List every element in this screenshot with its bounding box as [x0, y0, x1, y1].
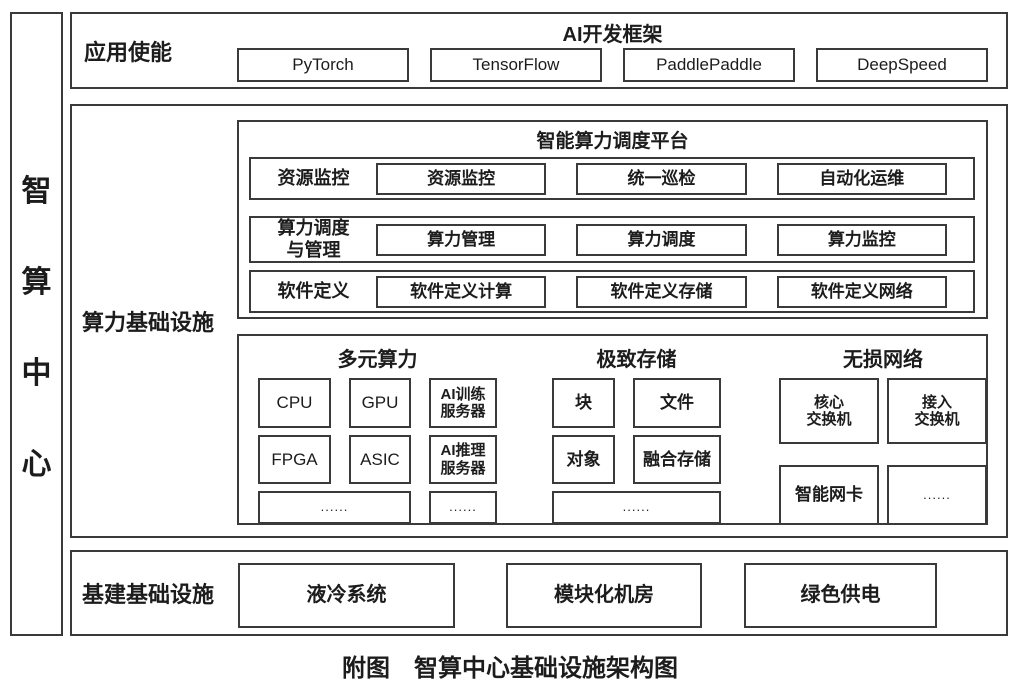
hw-grid: 核心 交换机 接入 交换机 智能网卡 ......	[779, 378, 987, 525]
platform-item-box: 软件定义存储	[576, 275, 747, 308]
platform-item-box: 自动化运维	[776, 162, 947, 195]
framework-box-tensorflow: TensorFlow	[430, 48, 602, 82]
hw-column-title: 无损网络	[843, 349, 923, 371]
hw-column-title: 多元算力	[337, 349, 418, 371]
row-label: 算力调度 与管理	[277, 217, 350, 260]
framework-box-pytorch: PyTorch	[237, 48, 409, 82]
platform-item-box: 算力监控	[776, 223, 947, 256]
row-label: 软件定义	[277, 280, 350, 301]
hw-box-fpga: FPGA	[258, 435, 331, 484]
hw-box-file-storage: 文件	[633, 378, 721, 428]
hw-box-asic: ASIC	[349, 435, 411, 484]
hw-box-cpu: CPU	[258, 378, 331, 428]
hw-box-ellipsis: ......	[552, 491, 721, 524]
hw-box-access-switch: 接入 交换机	[887, 378, 987, 444]
hw-grid: 块 文件 对象 融合存储 ......	[552, 378, 721, 524]
hw-box-converged-storage: 融合存储	[633, 435, 721, 484]
framework-box-paddlepaddle: PaddlePaddle	[623, 48, 795, 82]
rail-char: 算	[21, 265, 52, 299]
section-facility-infrastructure: 基建基础设施 液冷系统 模块化机房 绿色供电	[70, 550, 1008, 636]
hw-box-smart-nic: 智能网卡	[779, 465, 879, 525]
section-label: 应用使能	[84, 39, 173, 65]
framework-row: PyTorch TensorFlow PaddlePaddle DeepSpee…	[237, 48, 988, 82]
section-label: 基建基础设施	[82, 582, 215, 607]
row-items: 资源监控 统一巡检 自动化运维	[376, 162, 973, 195]
scheduling-platform-box: 智能算力调度平台 资源监控 资源监控 统一巡检 自动化运维 算力调度 与管理 算…	[237, 120, 988, 319]
left-rail-intelligent-computing-center: 智 算 中 心	[10, 12, 63, 636]
hw-box-block-storage: 块	[552, 378, 615, 428]
platform-item-box: 软件定义网络	[776, 275, 947, 308]
platform-item-box: 统一巡检	[576, 162, 747, 195]
platform-row-resource-monitoring: 资源监控 资源监控 统一巡检 自动化运维	[249, 157, 975, 200]
hw-column-diverse-computing: 多元算力 CPU GPU AI训练 服务器 FPGA ASIC AI推理 服务器…	[258, 336, 497, 524]
hw-box-ai-training-server: AI训练 服务器	[429, 378, 497, 428]
section-label: 算力基础设施	[82, 310, 215, 335]
hw-box-ellipsis: ......	[429, 491, 497, 524]
facility-box-green-power: 绿色供电	[744, 563, 937, 628]
hw-box-ai-inference-server: AI推理 服务器	[429, 435, 497, 484]
hw-grid: CPU GPU AI训练 服务器 FPGA ASIC AI推理 服务器 ....…	[258, 378, 497, 524]
hw-box-ellipsis: ......	[887, 465, 987, 525]
scheduling-platform-title: 智能算力调度平台	[536, 131, 689, 152]
hardware-layer-box: 多元算力 CPU GPU AI训练 服务器 FPGA ASIC AI推理 服务器…	[237, 334, 988, 525]
rail-char: 心	[21, 447, 52, 481]
hw-column-extreme-storage: 极致存储 块 文件 对象 融合存储 ......	[552, 336, 721, 524]
platform-row-software-defined: 软件定义 软件定义计算 软件定义存储 软件定义网络	[249, 270, 975, 313]
platform-item-box: 算力管理	[376, 223, 547, 256]
row-label: 资源监控	[277, 167, 350, 188]
hw-box-ellipsis: ......	[258, 491, 411, 524]
platform-row-scheduling-management: 算力调度 与管理 算力管理 算力调度 算力监控	[249, 216, 975, 263]
ai-framework-title: AI开发框架	[562, 24, 663, 46]
section-computing-infrastructure: 算力基础设施 智能算力调度平台 资源监控 资源监控 统一巡检 自动化运维 算力调…	[70, 104, 1008, 538]
facility-box-liquid-cooling: 液冷系统	[238, 563, 455, 628]
figure-caption: 附图 智算中心基础设施架构图	[342, 655, 678, 682]
hw-box-gpu: GPU	[349, 378, 411, 428]
hw-box-object-storage: 对象	[552, 435, 615, 484]
platform-item-box: 算力调度	[576, 223, 747, 256]
rail-char: 智	[21, 174, 52, 208]
section-application-enablement: 应用使能 AI开发框架 PyTorch TensorFlow PaddlePad…	[70, 12, 1008, 89]
hw-column-lossless-network: 无损网络 核心 交换机 接入 交换机 智能网卡 ......	[779, 336, 987, 525]
hw-box-core-switch: 核心 交换机	[779, 378, 879, 444]
row-items: 软件定义计算 软件定义存储 软件定义网络	[376, 275, 973, 308]
row-items: 算力管理 算力调度 算力监控	[376, 223, 973, 256]
framework-box-deepspeed: DeepSpeed	[816, 48, 988, 82]
platform-item-box: 资源监控	[376, 162, 547, 195]
facility-box-modular-room: 模块化机房	[506, 563, 702, 628]
platform-item-box: 软件定义计算	[376, 275, 547, 308]
rail-char: 中	[21, 356, 52, 390]
hw-column-title: 极致存储	[596, 349, 677, 371]
